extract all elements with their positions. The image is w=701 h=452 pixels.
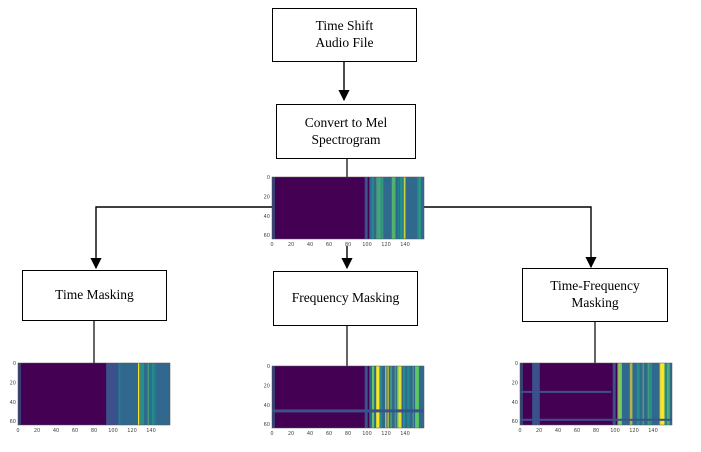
x-tick-label: 40 xyxy=(53,428,59,434)
y-tick-label: 60 xyxy=(512,419,518,425)
y-tick-label: 60 xyxy=(10,419,16,425)
x-tick-label: 80 xyxy=(345,431,351,437)
mel-spectrogram-frequency-masked: 0 20 40 60 80 100 120 140 0 20 40 60 xyxy=(262,364,427,439)
y-tick-label: 60 xyxy=(264,422,270,428)
frequency-masking-label: Frequency Masking xyxy=(291,290,400,306)
mel-spectrogram-time-masked: 0 20 40 60 80 100 120 140 0 20 40 60 xyxy=(8,361,173,436)
x-tick-label: 140 xyxy=(400,431,410,437)
x-tick-label: 100 xyxy=(610,428,620,434)
y-tick-label: 60 xyxy=(264,233,270,239)
x-tick-label: 140 xyxy=(400,242,410,248)
x-tick-label: 80 xyxy=(91,428,97,434)
x-tick-label: 120 xyxy=(629,428,639,434)
mel-spectrogram-time-frequency-masked: 0 20 40 60 80 100 120 140 0 20 40 60 xyxy=(510,361,675,436)
mel-spectrogram-original: 0 20 40 60 80 100 120 140 0 20 40 60 xyxy=(262,175,427,250)
time-frequency-masking-node: Time-Frequency Masking xyxy=(522,268,668,322)
x-tick-label: 60 xyxy=(72,428,78,434)
x-tick-label: 120 xyxy=(127,428,137,434)
x-tick-label: 140 xyxy=(648,428,658,434)
x-tick-label: 120 xyxy=(381,242,391,248)
x-tick-label: 0 xyxy=(270,431,273,437)
x-tick-label: 100 xyxy=(108,428,118,434)
y-tick-label: 40 xyxy=(10,400,16,406)
y-tick-label: 40 xyxy=(512,400,518,406)
source-node: Time Shift Audio File xyxy=(272,8,417,62)
y-tick-label: 20 xyxy=(264,194,270,200)
x-tick-label: 100 xyxy=(362,431,372,437)
x-tick-label: 40 xyxy=(307,242,313,248)
x-tick-label: 20 xyxy=(288,242,294,248)
x-tick-label: 40 xyxy=(307,431,313,437)
time-masking-node: Time Masking xyxy=(22,270,167,321)
time-masking-label: Time Masking xyxy=(55,287,134,303)
x-tick-label: 0 xyxy=(270,242,273,248)
x-tick-label: 80 xyxy=(593,428,599,434)
arrow-to-time-frequency-masking xyxy=(424,206,597,269)
x-tick-label: 0 xyxy=(16,428,19,434)
convert-node: Convert to Mel Spectrogram xyxy=(276,104,416,159)
y-tick-label: 0 xyxy=(267,364,270,370)
y-tick-label: 40 xyxy=(264,214,270,220)
x-tick-label: 140 xyxy=(146,428,156,434)
y-tick-label: 20 xyxy=(512,380,518,386)
y-tick-label: 0 xyxy=(515,361,518,367)
frequency-masking-node: Frequency Masking xyxy=(273,271,418,326)
x-tick-label: 20 xyxy=(536,428,542,434)
x-tick-label: 100 xyxy=(362,242,372,248)
y-tick-label: 20 xyxy=(264,383,270,389)
y-tick-label: 40 xyxy=(264,403,270,409)
x-tick-label: 60 xyxy=(574,428,580,434)
x-tick-label: 60 xyxy=(326,242,332,248)
x-tick-label: 40 xyxy=(555,428,561,434)
y-tick-label: 0 xyxy=(13,361,16,367)
y-tick-label: 0 xyxy=(267,175,270,181)
x-tick-label: 120 xyxy=(381,431,391,437)
x-tick-label: 80 xyxy=(345,242,351,248)
arrow-to-time-masking xyxy=(90,206,274,270)
x-tick-label: 0 xyxy=(518,428,521,434)
source-node-label: Time Shift Audio File xyxy=(315,18,374,50)
x-tick-label: 20 xyxy=(288,431,294,437)
time-frequency-masking-label: Time-Frequency Masking xyxy=(550,278,640,310)
x-tick-label: 60 xyxy=(326,431,332,437)
y-tick-label: 20 xyxy=(10,380,16,386)
x-tick-label: 20 xyxy=(34,428,40,434)
convert-node-label: Convert to Mel Spectrogram xyxy=(304,114,388,147)
